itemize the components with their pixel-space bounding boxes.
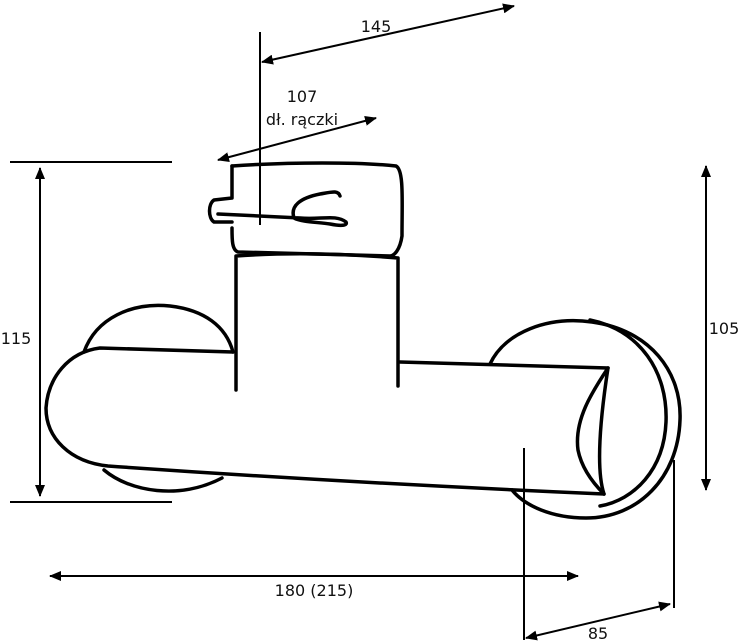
handle-length-dimension xyxy=(217,115,377,163)
left-wall-rosette xyxy=(82,303,235,354)
cartridge-column xyxy=(234,252,400,392)
depth-dimension xyxy=(525,601,671,641)
top-width-label: 145 xyxy=(361,17,392,36)
handle-head xyxy=(230,161,404,258)
right-height-label: 105 xyxy=(709,319,740,338)
body-end-cap xyxy=(575,366,610,496)
handle-head-top xyxy=(207,164,234,224)
faucet-outline xyxy=(44,161,682,520)
top-width-dimension xyxy=(261,3,515,65)
left-wall-rosette-bottom xyxy=(102,468,224,493)
handle-length-caption: dł. rączki xyxy=(266,110,338,129)
right-wall-rosette xyxy=(488,319,682,520)
depth-label: 85 xyxy=(588,624,608,643)
left-height-label: 115 xyxy=(1,329,32,348)
faucet-body xyxy=(44,346,610,496)
handle-lever xyxy=(216,190,349,228)
handle-length-label: 107 xyxy=(287,87,318,106)
right-wall-rosette-rim xyxy=(588,318,668,508)
bottom-width-label: 180 (215) xyxy=(275,581,354,600)
dimension-lines xyxy=(10,3,711,641)
